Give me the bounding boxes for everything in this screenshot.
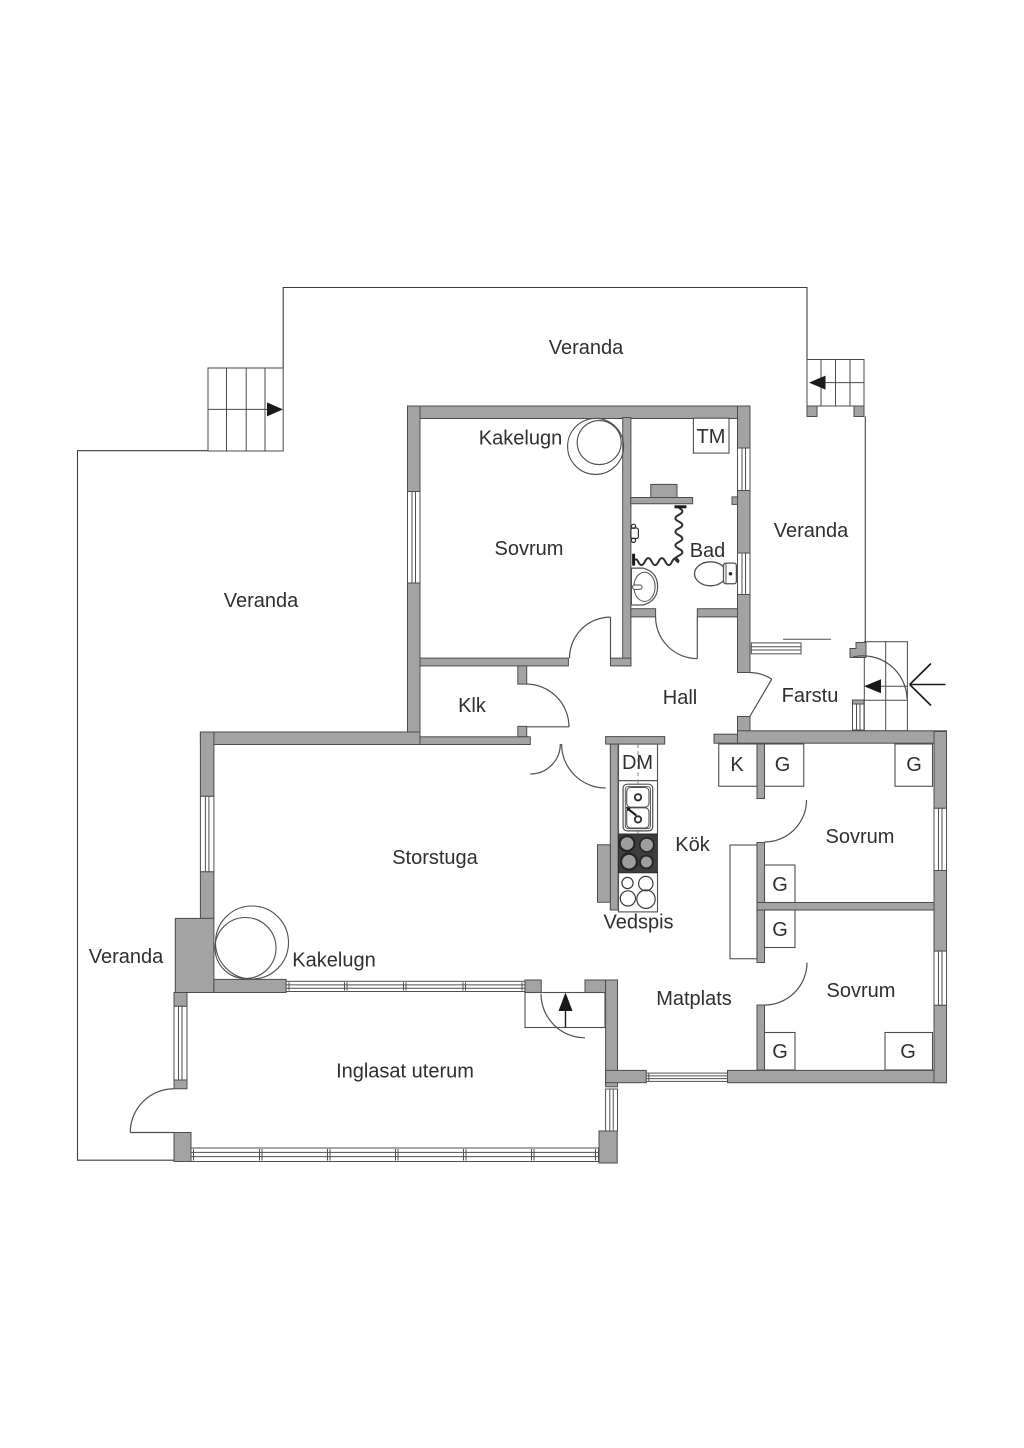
svg-text:TM: TM	[697, 426, 726, 448]
svg-text:Kakelugn: Kakelugn	[292, 950, 375, 972]
svg-text:G: G	[900, 1041, 916, 1063]
svg-text:G: G	[772, 1041, 788, 1063]
svg-text:Veranda: Veranda	[224, 590, 299, 612]
svg-text:G: G	[772, 874, 788, 896]
svg-text:Vedspis: Vedspis	[603, 912, 673, 934]
svg-text:Veranda: Veranda	[549, 337, 624, 359]
svg-text:Sovrum: Sovrum	[495, 538, 564, 560]
svg-text:Sovrum: Sovrum	[827, 980, 896, 1002]
svg-text:Kök: Kök	[675, 834, 710, 856]
svg-text:Veranda: Veranda	[774, 520, 849, 542]
svg-text:Inglasat uterum: Inglasat uterum	[336, 1061, 474, 1083]
svg-text:Farstu: Farstu	[782, 685, 839, 707]
svg-text:G: G	[772, 919, 788, 941]
svg-text:Matplats: Matplats	[656, 988, 732, 1010]
svg-text:G: G	[906, 754, 922, 776]
svg-text:Bad: Bad	[690, 540, 726, 562]
svg-text:G: G	[775, 754, 791, 776]
svg-text:Kakelugn: Kakelugn	[479, 428, 562, 450]
svg-text:K: K	[730, 754, 744, 776]
svg-text:DM: DM	[622, 752, 653, 774]
svg-text:Klk: Klk	[458, 695, 487, 717]
svg-text:Sovrum: Sovrum	[826, 826, 895, 848]
svg-text:Veranda: Veranda	[89, 946, 164, 968]
svg-text:Hall: Hall	[663, 687, 697, 709]
svg-text:Storstuga: Storstuga	[392, 847, 478, 869]
